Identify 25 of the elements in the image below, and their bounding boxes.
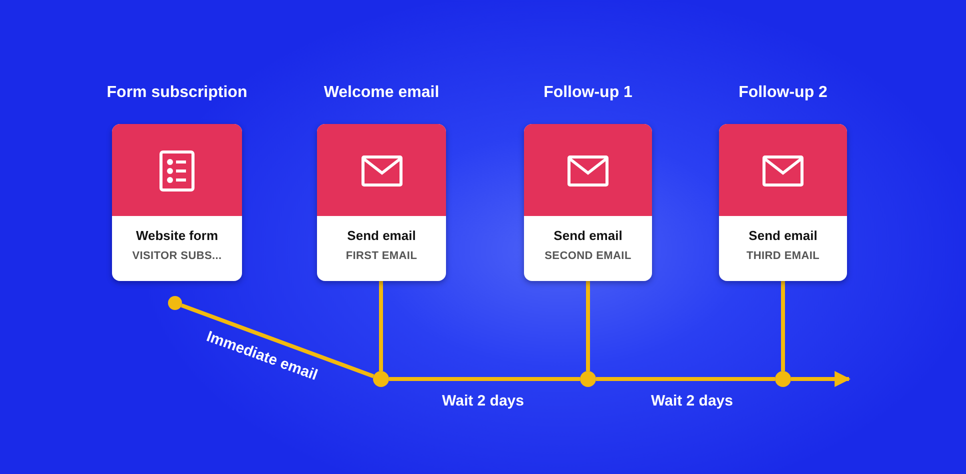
timeline-dot: [580, 371, 596, 387]
step-heading: Follow-up 1: [542, 84, 634, 102]
card-subtitle: FIRST EMAIL: [344, 250, 418, 262]
timeline-arrow: [791, 371, 851, 387]
card-title: Send email: [748, 228, 818, 243]
card-subtitle: VISITOR SUBS...: [131, 250, 223, 262]
card-subtitle: SECOND EMAIL: [544, 250, 632, 262]
step-heading: Follow-up 2: [738, 84, 828, 102]
edge-label: Wait 2 days: [651, 392, 733, 410]
timeline-line: [596, 377, 775, 381]
card-title: Send email: [346, 228, 417, 243]
card-title: Send email: [552, 228, 624, 243]
timeline-dot: [775, 371, 791, 387]
edge-label: Wait 2 days: [442, 392, 524, 410]
timeline-line: [379, 281, 383, 371]
step-heading: Welcome email: [322, 84, 440, 102]
card-title: Website form: [134, 228, 220, 243]
timeline-line: [781, 281, 785, 371]
timeline-dot: [168, 296, 182, 310]
timeline-line: [389, 377, 580, 381]
step-heading: Form subscription: [106, 84, 248, 102]
card-subtitle: THIRD EMAIL: [745, 250, 821, 262]
timeline-dot: [373, 371, 389, 387]
timeline-line: [180, 304, 374, 378]
timeline-line: [586, 281, 590, 371]
